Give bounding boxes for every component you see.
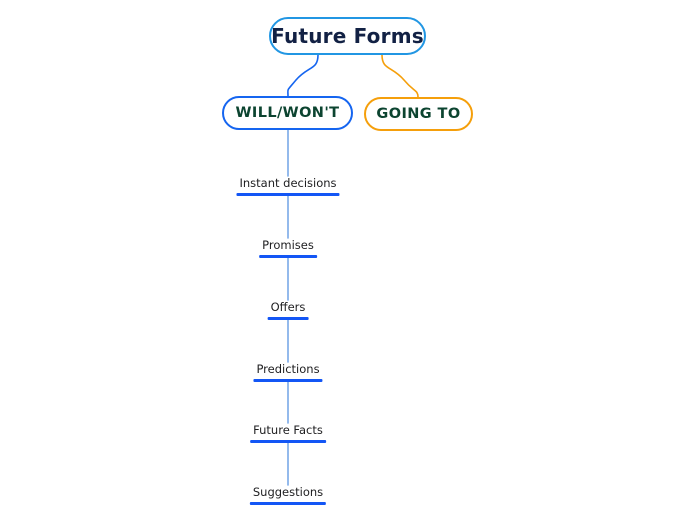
node-root-label: Future Forms: [271, 24, 424, 48]
leaf-underline-bar: [259, 255, 317, 258]
leaf-predictions[interactable]: Predictions: [253, 362, 323, 382]
leaf-label: Future Facts: [253, 423, 323, 437]
node-will-wont[interactable]: WILL/WON'T: [222, 96, 353, 130]
leaf-offers[interactable]: Offers: [267, 300, 309, 320]
edge-root-to-going-to: [381, 54, 419, 98]
leaf-label: Instant decisions: [239, 176, 337, 190]
leaf-label: Promises: [262, 238, 314, 252]
leaf-label: Suggestions: [252, 485, 324, 499]
leaf-future-facts[interactable]: Future Facts: [250, 423, 326, 443]
leaf-underline-bar: [253, 379, 323, 382]
leaf-underline-bar: [236, 193, 340, 196]
leaf-suggestions[interactable]: Suggestions: [249, 485, 327, 505]
leaf-label: Predictions: [256, 362, 320, 376]
leaf-instant-decisions[interactable]: Instant decisions: [236, 176, 340, 196]
leaf-underline-bar: [250, 440, 326, 443]
leaf-label: Offers: [270, 300, 306, 314]
leaf-underline-bar: [267, 317, 309, 320]
node-root[interactable]: Future Forms: [269, 17, 426, 55]
leaf-underline-bar: [249, 502, 327, 505]
node-going-to-label: GOING TO: [376, 106, 461, 122]
node-going-to[interactable]: GOING TO: [364, 97, 473, 131]
edge-root-to-will-wont: [287, 54, 319, 97]
leaf-promises[interactable]: Promises: [259, 238, 317, 258]
node-will-wont-label: WILL/WON'T: [235, 105, 340, 121]
